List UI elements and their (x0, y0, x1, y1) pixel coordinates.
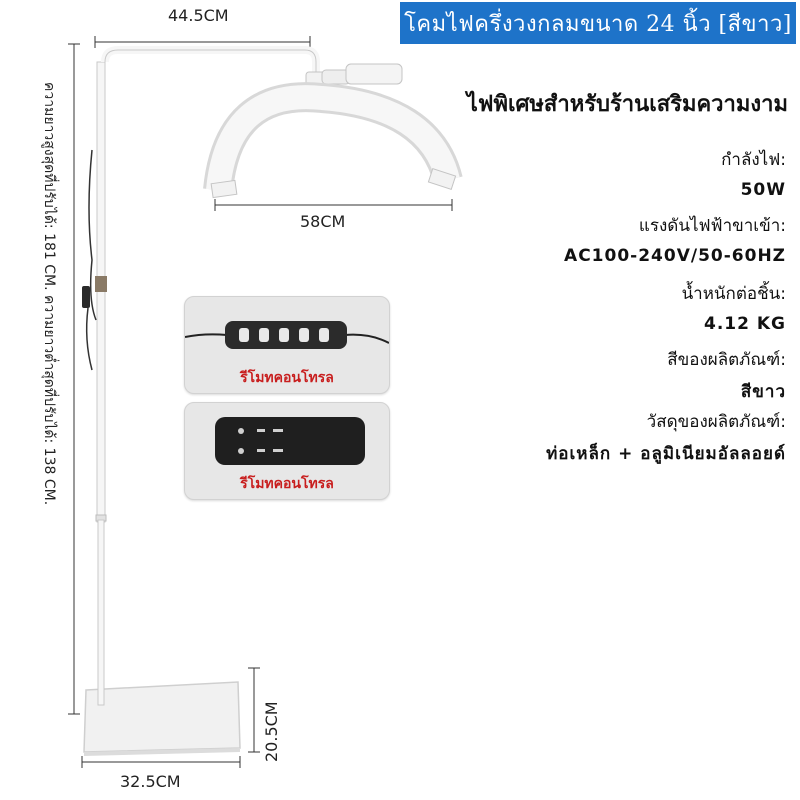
dim-arm-width: 44.5CM (168, 6, 229, 25)
spec-color-label: สีของผลิตภัณฑ์: (667, 350, 786, 370)
product-subtitle: ไฟพิเศษสำหรับร้านเสริมความงาม (466, 92, 788, 117)
spec-weight-label: น้ำหนักต่อชิ้น: (681, 284, 786, 304)
lamp-base (83, 681, 241, 756)
lamp-head (203, 63, 463, 199)
spec-material-value: ท่อเหล็ก + อลูมิเนียมอัลลอยด์ (546, 444, 786, 464)
spec-color-value: สีขาว (740, 382, 786, 402)
spec-weight-value: 4.12 KG (704, 314, 786, 334)
dim-base-width: 32.5CM (120, 772, 181, 791)
wireless-remote-label: รีโมทคอนโทรล (240, 476, 334, 492)
product-title: โคมไฟครึ่งวงกลมขนาด 24 นิ้ว [สีขาว] (400, 2, 796, 44)
spec-power-label: กำลังไฟ: (721, 150, 786, 170)
inline-remote-image (185, 321, 389, 349)
dim-lamp-width: 58CM (300, 212, 346, 231)
dim-base-depth: 20.5CM (262, 701, 281, 762)
spec-voltage-label: แรงดันไฟฟ้าขาเข้า: (638, 216, 786, 236)
wireless-remote-card: รีโมทคอนโทรล (184, 402, 390, 500)
spec-material-label: วัสดุของผลิตภัณฑ์: (646, 412, 786, 432)
dimension-lines (68, 36, 453, 768)
spec-power-value: 50W (740, 180, 786, 200)
inline-remote-card: รีโมทคอนโทรล (184, 296, 390, 394)
spec-voltage-value: AC100-240V/50-60HZ (564, 246, 786, 266)
dim-height-range: ความยาวสูงสุดที่ปรับได้: 181 CM. ความยาว… (41, 82, 57, 506)
wireless-remote-image (215, 417, 365, 465)
lamp-pole (82, 46, 320, 706)
inline-remote-label: รีโมทคอนโทรล (240, 370, 334, 386)
